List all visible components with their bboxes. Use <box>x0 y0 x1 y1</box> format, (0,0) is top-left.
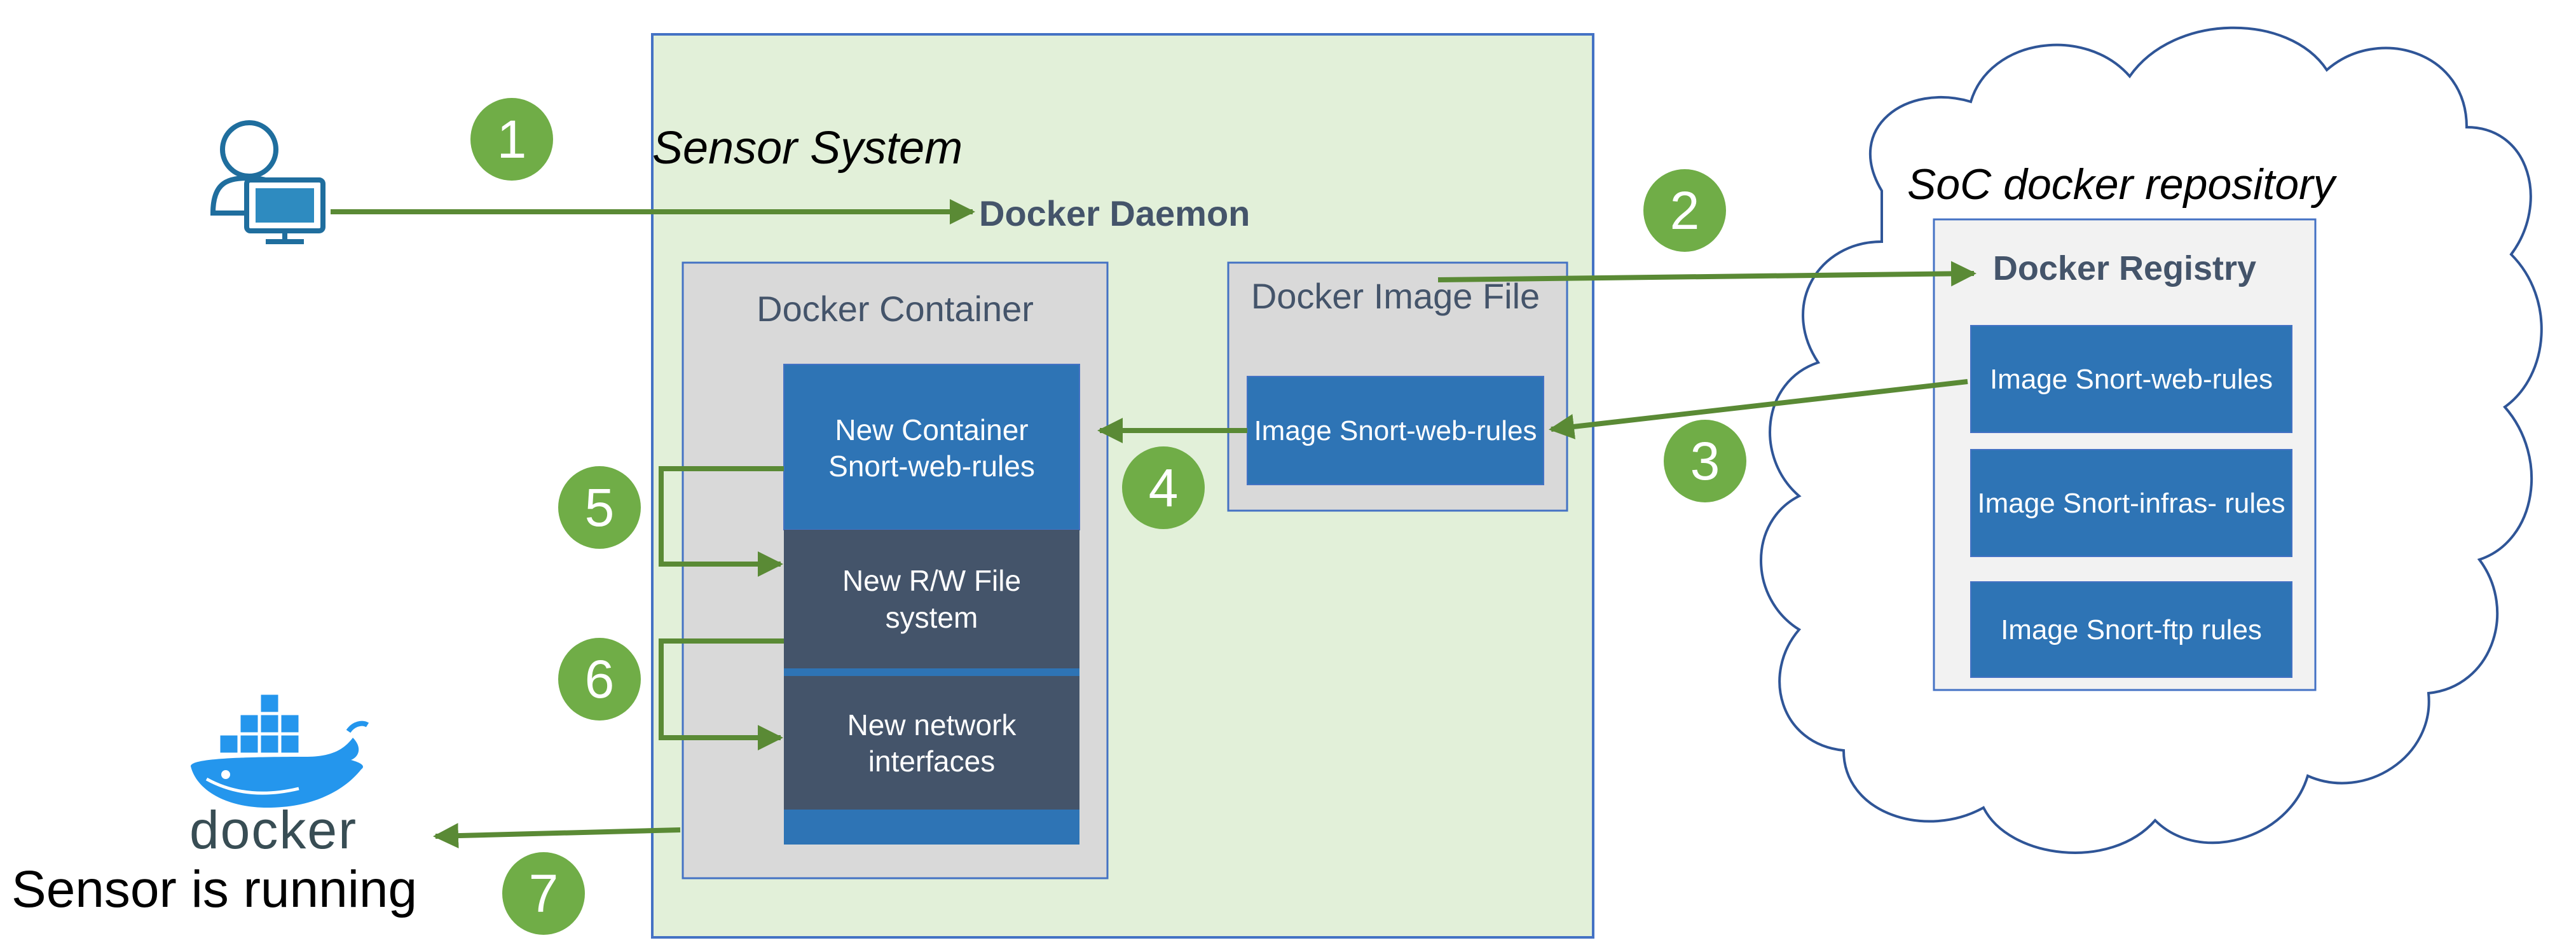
docker-whale-icon <box>191 693 369 808</box>
step-4-badge: 4 <box>1122 446 1205 529</box>
arrow-step-5 <box>659 466 784 577</box>
registry-title: Docker Registry <box>1992 249 2257 287</box>
sensor-running-status: Sensor is running <box>11 860 418 918</box>
container-bottom-strip <box>784 810 1079 845</box>
docker-logo-text: docker <box>189 800 358 860</box>
step-7-badge: 7 <box>502 852 585 935</box>
new-container-label: New Container Snort-web-rules <box>828 413 1035 483</box>
registry-image-box-3 <box>1970 581 2292 678</box>
container-stack-gap <box>784 668 1079 676</box>
step-3-badge: 3 <box>1664 420 1746 502</box>
arrow-step-6 <box>659 638 784 750</box>
image-file-image-label: Image Snort-web-rules <box>1254 415 1537 446</box>
arrow-step-7 <box>433 823 681 849</box>
registry-image-label-2: Image Snort-infras- rules <box>1977 487 2285 519</box>
registry-image-box-2 <box>1970 449 2292 557</box>
user-computer-icon <box>210 120 325 244</box>
image-file-title: Docker Image File <box>1250 276 1540 316</box>
step-6-badge: 6 <box>558 638 641 721</box>
arrow-step-3 <box>1549 379 1968 439</box>
network-interfaces-label: New network interfaces <box>847 708 1017 778</box>
docker-container-title: Docker Container <box>757 289 1034 329</box>
sensor-system-title: Sensor System <box>652 123 963 174</box>
rw-file-system-label: New R/W File system <box>842 564 1022 634</box>
rw-file-system-box <box>784 530 1079 668</box>
repository-title: SoC docker repository <box>1907 160 2335 209</box>
arrow-step-2 <box>1437 261 1977 287</box>
step-5-badge: 5 <box>558 466 641 549</box>
docker-daemon-label: Docker Daemon <box>979 193 1250 233</box>
step-1-badge: 1 <box>470 98 553 181</box>
registry-image-label-3: Image Snort-ftp rules <box>2001 614 2262 645</box>
new-container-box <box>783 364 1080 530</box>
step-2-badge: 2 <box>1643 169 1726 252</box>
registry-image-label-1: Image Snort-web-rules <box>1989 363 2273 395</box>
image-file-image-box <box>1247 376 1544 485</box>
registry-image-box-1 <box>1970 325 2292 433</box>
network-interfaces-box <box>784 676 1079 810</box>
